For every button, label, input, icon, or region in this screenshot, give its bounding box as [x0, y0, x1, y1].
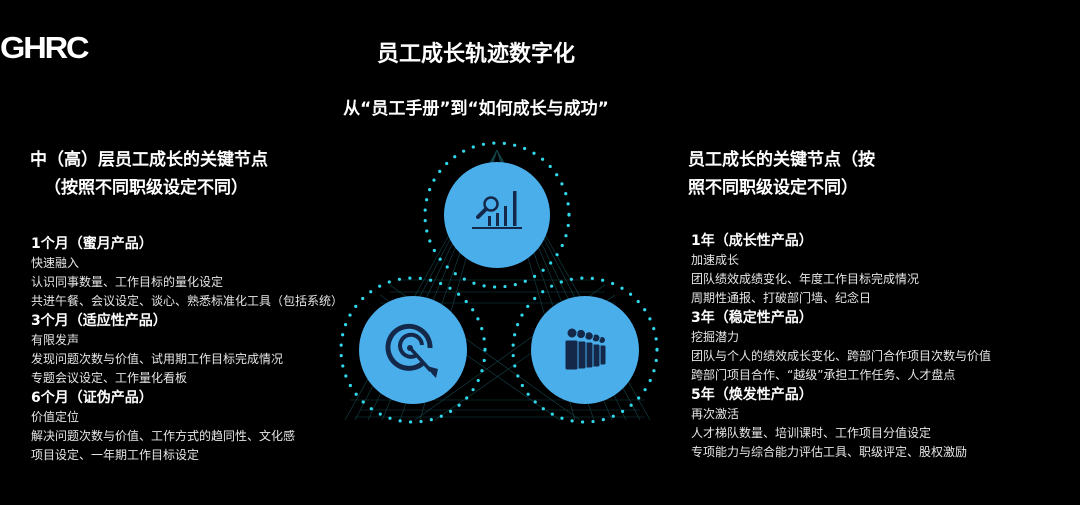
left-stage-list: 1个月（蜜月产品） 快速融入 认识同事数量、工作目标的量化设定 共进午餐、会议设… [31, 234, 343, 465]
stage-item: 价值定位 [31, 410, 80, 424]
target-arrow-icon [385, 323, 438, 378]
stage-item: 项目设定、一年期工作目标设定 [31, 448, 200, 462]
analytics-magnifier-chart-icon [472, 191, 522, 229]
stage-item: 周期性通报、打破部门墙、纪念日 [691, 291, 872, 305]
stage-item: 解决问题次数与价值、工作方式的趋同性、文化感 [31, 429, 296, 443]
stage-item: 快速融入 [31, 256, 80, 270]
stage-title: 6个月（证伪产品） [31, 390, 153, 406]
left-panel-heading: 中（高）层员工成长的关键节点 （按照不同职级设定不同） [30, 146, 268, 202]
node-analytics [423, 141, 571, 289]
stage-title: 3年（稳定性产品） [691, 310, 813, 326]
stage-item: 人才梯队数量、培训课时、工作项目分值设定 [691, 426, 932, 440]
page-title: 员工成长轨迹数字化 [376, 42, 575, 67]
left-heading-line2: （按照不同职级设定不同） [44, 178, 248, 198]
right-heading-line1: 员工成长的关键节点（按 [688, 150, 875, 170]
people-queue-icon [564, 327, 607, 371]
stage-item: 认识同事数量、工作目标的量化设定 [31, 275, 224, 289]
right-stage-list: 1年（成长性产品） 加速成长 团队绩效成绩变化、年度工作目标完成情况 周期性通报… [691, 231, 991, 462]
stage-item: 有限发声 [31, 333, 80, 347]
stage-item: 专项能力与综合能力评估工具、职级评定、股权激励 [691, 445, 968, 459]
dotted-ring [511, 276, 659, 424]
stage-item: 团队与个人的绩效成长变化、跨部门合作项目次数与价值 [691, 349, 992, 363]
page-subtitle: 从“员工手册”到“如何成长与成功” [343, 99, 609, 119]
right-panel-heading: 员工成长的关键节点（按 照不同职级设定不同） [688, 146, 875, 202]
stage-item: 团队绩效成绩变化、年度工作目标完成情况 [691, 272, 920, 286]
stage-title: 1个月（蜜月产品） [31, 236, 153, 252]
node-target [339, 276, 487, 424]
stage-item: 加速成长 [691, 253, 740, 267]
stage-item: 挖掘潜力 [691, 330, 740, 344]
stage-title: 1年（成长性产品） [691, 233, 813, 249]
node-people [511, 276, 659, 424]
dotted-ring [339, 276, 487, 424]
stage-item: 专题会议设定、工作量化看板 [31, 371, 188, 385]
dotted-ring [423, 141, 571, 289]
ghrc-logo: GHRC [0, 30, 90, 65]
stage-title: 5年（焕发性产品） [691, 387, 813, 403]
stage-title: 3个月（适应性产品） [31, 313, 167, 329]
stage-item: 再次激活 [691, 407, 740, 421]
stage-item: 发现问题次数与价值、试用期工作目标完成情况 [31, 352, 284, 366]
left-heading-line1: 中（高）层员工成长的关键节点 [30, 150, 268, 170]
right-heading-line2: 照不同职级设定不同） [688, 178, 858, 198]
stage-item: 跨部门项目合作、“越级”承担工作任务、人才盘点 [691, 368, 956, 382]
stage-item: 共进午餐、会议设定、谈心、熟悉标准化工具（包括系统） [31, 294, 344, 308]
